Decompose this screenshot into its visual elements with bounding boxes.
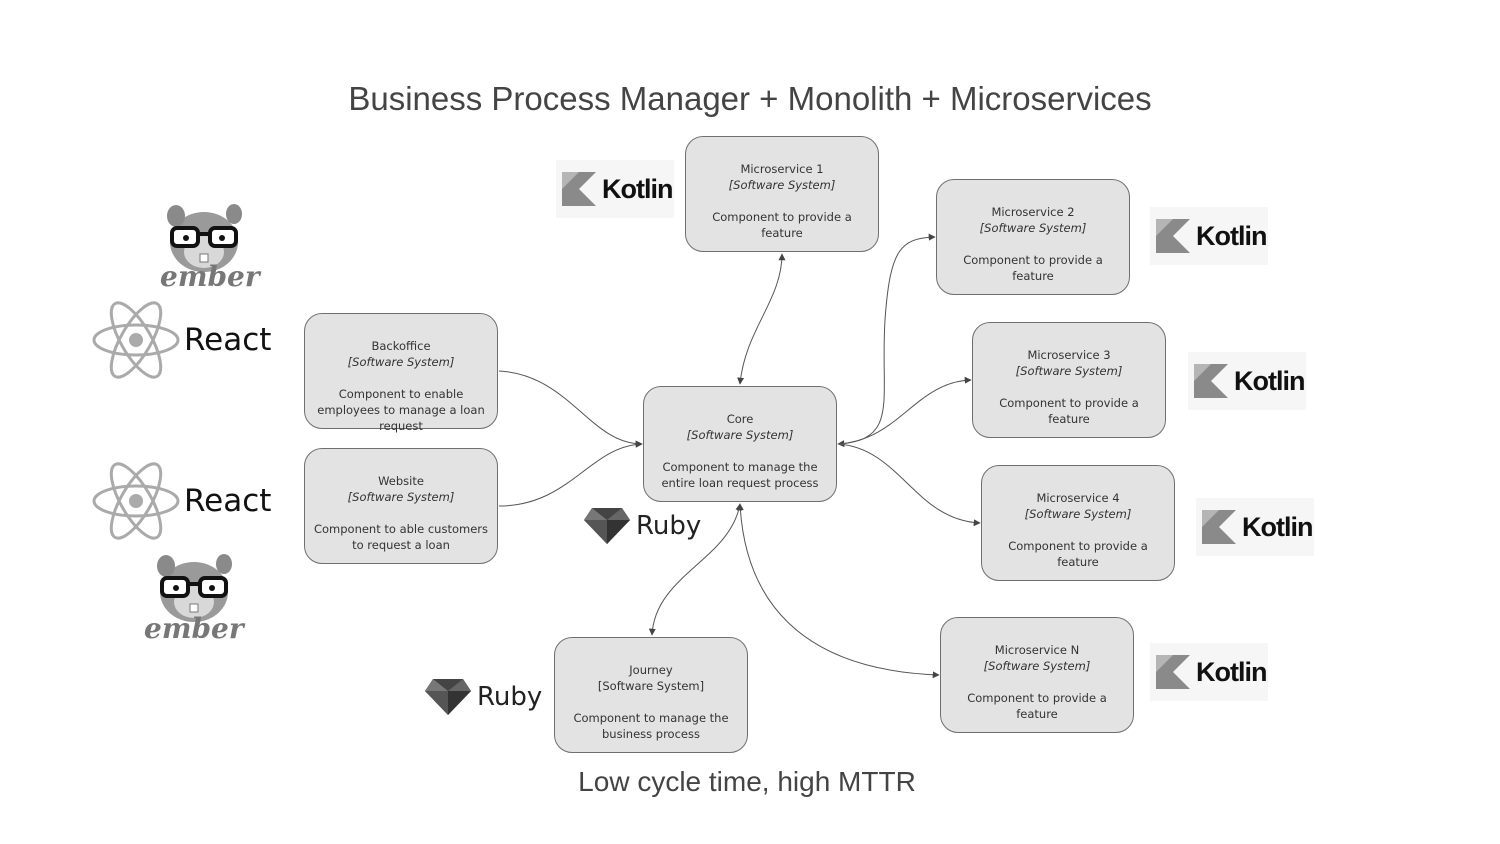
kotlin-logo: Kotlin: [1150, 643, 1268, 701]
node-name: Microservice 3: [1027, 348, 1111, 362]
node-description: Component to provide a feature: [999, 396, 1139, 426]
node-name: Journey: [629, 663, 673, 677]
node-kind: [Software System]: [1015, 364, 1123, 378]
edge-core-microservice2: [837, 233, 936, 448]
node-kind: [Software System]: [1024, 507, 1132, 521]
node-description: Component to able customers to request a…: [313, 522, 489, 552]
ember-label: ember: [160, 260, 260, 293]
ruby-gem-icon: [584, 508, 630, 544]
ruby-gem-icon: [425, 679, 471, 715]
kotlin-logo: Kotlin: [1196, 498, 1314, 556]
ruby-label: Ruby: [636, 511, 702, 541]
react-logo: React: [92, 300, 271, 380]
node-description: Component to manage the entire loan requ…: [661, 460, 819, 490]
slide-subtitle: Low cycle time, high MTTR: [578, 766, 916, 797]
node-kind: [Software System]: [597, 679, 705, 693]
node-description: Component to provide a feature: [963, 253, 1103, 283]
ember-label: ember: [144, 612, 244, 645]
ember-mascot-icon: [157, 554, 232, 622]
node-name: Microservice 1: [740, 162, 824, 176]
node-microservice-4: Microservice 4 [Software System] Compone…: [981, 465, 1175, 581]
node-journey: Journey [Software System] Component to m…: [554, 637, 748, 753]
react-label: React: [184, 483, 272, 519]
kotlin-label: Kotlin: [1234, 365, 1305, 396]
node-kind: [Software System]: [728, 178, 836, 192]
node-kind: [Software System]: [686, 428, 794, 442]
edge-core-microserviceN: [736, 503, 940, 679]
node-name: Microservice 4: [1036, 491, 1120, 505]
ruby-label: Ruby: [477, 682, 543, 712]
node-description: Component to provide a feature: [712, 210, 852, 240]
edge-core-microservice1: [737, 253, 786, 385]
kotlin-logo: Kotlin: [556, 160, 674, 218]
kotlin-icon: [1156, 655, 1190, 689]
ruby-logo: Ruby: [423, 677, 542, 717]
ember-mascot-icon: [167, 204, 242, 272]
kotlin-logo: Kotlin: [1188, 352, 1306, 410]
node-kind: [Software System]: [979, 221, 1087, 235]
node-kind: [Software System]: [347, 490, 455, 504]
node-kind: [Software System]: [347, 355, 455, 369]
node-microservice-2: Microservice 2 [Software System] Compone…: [936, 179, 1130, 295]
kotlin-icon: [1202, 510, 1236, 544]
react-icon: [92, 301, 180, 379]
node-microservice-n: Microservice N [Software System] Compone…: [940, 617, 1134, 733]
node-microservice-1: Microservice 1 [Software System] Compone…: [685, 136, 879, 252]
edge-website-core: [498, 440, 643, 507]
node-backoffice: Backoffice [Software System] Component t…: [304, 313, 498, 433]
node-website: Website [Software System] Component to a…: [304, 448, 498, 564]
react-logo: React: [92, 461, 271, 541]
edge-core-microservice4: [837, 443, 981, 527]
node-description: Component to manage the business process: [573, 711, 729, 741]
kotlin-logo: Kotlin: [1150, 207, 1268, 265]
kotlin-icon: [1194, 364, 1228, 398]
node-description: Component to enable employees to manage …: [317, 387, 485, 433]
kotlin-icon: [1156, 219, 1190, 253]
node-name: Website: [378, 474, 424, 488]
kotlin-label: Kotlin: [1242, 511, 1313, 542]
react-icon: [92, 462, 180, 540]
edge-core-journey: [648, 503, 743, 636]
kotlin-label: Kotlin: [602, 173, 673, 204]
kotlin-label: Kotlin: [1196, 656, 1267, 687]
node-description: Component to provide a feature: [1008, 539, 1148, 569]
react-label: React: [184, 322, 272, 358]
slide-title: Business Process Manager + Monolith + Mi…: [348, 80, 1152, 117]
edge-backoffice-core: [498, 370, 643, 448]
node-kind: [Software System]: [983, 659, 1091, 673]
node-description: Component to provide a feature: [967, 691, 1107, 721]
node-core: Core [Software System] Component to mana…: [643, 386, 837, 502]
ruby-logo: Ruby: [582, 506, 701, 546]
node-microservice-3: Microservice 3 [Software System] Compone…: [972, 322, 1166, 438]
kotlin-label: Kotlin: [1196, 220, 1267, 251]
ember-logo: ember: [140, 552, 250, 650]
node-name: Core: [726, 412, 754, 426]
ember-logo: ember: [150, 202, 260, 300]
node-name: Backoffice: [371, 339, 431, 353]
node-name: Microservice 2: [991, 205, 1075, 219]
kotlin-icon: [562, 172, 596, 206]
node-name: Microservice N: [994, 643, 1080, 657]
edge-core-microservice3: [837, 376, 972, 445]
